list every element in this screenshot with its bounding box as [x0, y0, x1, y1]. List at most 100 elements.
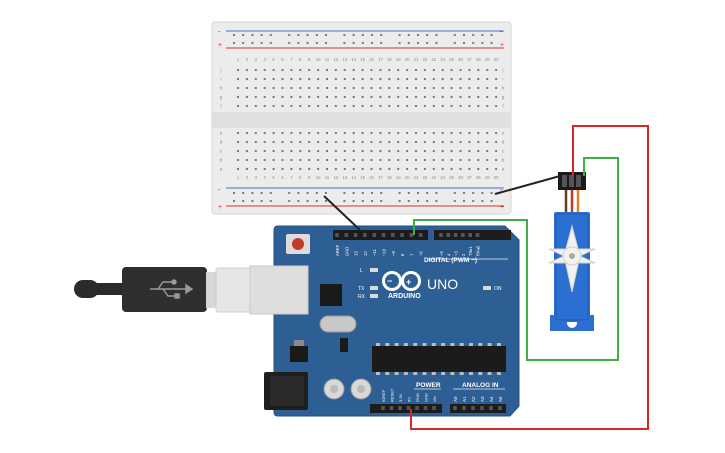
- terminal-hole[interactable]: [423, 150, 426, 152]
- analog-pin-hole[interactable]: [489, 406, 493, 410]
- digital-pin-hole[interactable]: [372, 233, 376, 237]
- terminal-hole[interactable]: [459, 132, 462, 134]
- terminal-hole[interactable]: [495, 159, 498, 161]
- rail-hole[interactable]: [463, 42, 465, 44]
- terminal-hole[interactable]: [290, 87, 293, 89]
- rail-hole[interactable]: [407, 200, 410, 202]
- digital-pin-hole[interactable]: [461, 233, 465, 237]
- terminal-hole[interactable]: [334, 105, 337, 107]
- rail-hole[interactable]: [426, 34, 429, 36]
- terminal-hole[interactable]: [263, 96, 266, 98]
- terminal-hole[interactable]: [468, 141, 471, 143]
- terminal-hole[interactable]: [423, 69, 426, 71]
- terminal-hole[interactable]: [343, 159, 346, 161]
- rail-hole[interactable]: [233, 192, 235, 194]
- terminal-hole[interactable]: [254, 69, 257, 71]
- terminal-hole[interactable]: [486, 150, 489, 152]
- rail-hole[interactable]: [407, 42, 410, 44]
- rail-hole[interactable]: [297, 192, 300, 194]
- terminal-hole[interactable]: [379, 87, 382, 89]
- terminal-hole[interactable]: [432, 96, 435, 98]
- terminal-hole[interactable]: [263, 78, 266, 80]
- rail-hole[interactable]: [343, 192, 346, 194]
- terminal-hole[interactable]: [272, 159, 275, 161]
- digital-pin-hole[interactable]: [400, 233, 404, 237]
- rail-hole[interactable]: [371, 200, 373, 202]
- rail-hole[interactable]: [453, 42, 456, 44]
- terminal-hole[interactable]: [459, 69, 462, 71]
- terminal-hole[interactable]: [441, 96, 444, 98]
- terminal-hole[interactable]: [450, 132, 453, 134]
- rail-hole[interactable]: [435, 200, 438, 202]
- terminal-hole[interactable]: [299, 150, 302, 152]
- rail-hole[interactable]: [435, 192, 438, 194]
- terminal-hole[interactable]: [495, 87, 498, 89]
- rail-hole[interactable]: [306, 34, 309, 36]
- rail-hole[interactable]: [242, 200, 245, 202]
- terminal-hole[interactable]: [254, 150, 257, 152]
- terminal-hole[interactable]: [388, 168, 391, 170]
- terminal-hole[interactable]: [272, 78, 275, 80]
- digital-pin-hole[interactable]: [335, 233, 339, 237]
- rail-hole[interactable]: [242, 192, 245, 194]
- analog-pin-hole[interactable]: [480, 406, 484, 410]
- terminal-hole[interactable]: [245, 87, 248, 89]
- terminal-hole[interactable]: [245, 150, 248, 152]
- terminal-hole[interactable]: [326, 168, 328, 170]
- terminal-hole[interactable]: [468, 132, 471, 134]
- terminal-hole[interactable]: [343, 87, 346, 89]
- terminal-hole[interactable]: [423, 78, 426, 80]
- rail-hole[interactable]: [260, 34, 263, 36]
- terminal-hole[interactable]: [432, 159, 435, 161]
- terminal-hole[interactable]: [361, 150, 364, 152]
- rail-hole[interactable]: [343, 42, 346, 44]
- terminal-hole[interactable]: [334, 141, 337, 143]
- rail-hole[interactable]: [380, 192, 383, 194]
- terminal-hole[interactable]: [379, 132, 382, 134]
- terminal-hole[interactable]: [450, 150, 453, 152]
- terminal-hole[interactable]: [397, 168, 400, 170]
- terminal-hole[interactable]: [388, 96, 391, 98]
- terminal-hole[interactable]: [477, 78, 480, 80]
- terminal-hole[interactable]: [352, 141, 355, 143]
- terminal-hole[interactable]: [477, 105, 480, 107]
- terminal-hole[interactable]: [495, 168, 498, 170]
- rail-hole[interactable]: [371, 34, 373, 36]
- rail-hole[interactable]: [260, 192, 263, 194]
- terminal-hole[interactable]: [423, 141, 426, 143]
- terminal-hole[interactable]: [317, 105, 320, 107]
- breadboard-holes[interactable]: [233, 34, 498, 202]
- digital-pin-hole[interactable]: [409, 233, 414, 237]
- terminal-hole[interactable]: [486, 159, 489, 161]
- terminal-hole[interactable]: [317, 150, 320, 152]
- terminal-hole[interactable]: [343, 168, 346, 170]
- rail-hole[interactable]: [251, 42, 254, 44]
- terminal-hole[interactable]: [254, 87, 257, 89]
- rail-hole[interactable]: [343, 200, 346, 202]
- terminal-hole[interactable]: [299, 159, 302, 161]
- terminal-hole[interactable]: [317, 78, 320, 80]
- digital-pin-hole[interactable]: [418, 233, 423, 237]
- terminal-hole[interactable]: [406, 159, 409, 161]
- terminal-hole[interactable]: [326, 105, 328, 107]
- terminal-hole[interactable]: [361, 141, 364, 143]
- terminal-hole[interactable]: [308, 132, 311, 134]
- terminal-hole[interactable]: [245, 141, 248, 143]
- terminal-hole[interactable]: [432, 69, 435, 71]
- terminal-hole[interactable]: [317, 96, 320, 98]
- terminal-hole[interactable]: [423, 96, 426, 98]
- terminal-hole[interactable]: [495, 105, 498, 107]
- terminal-hole[interactable]: [468, 105, 471, 107]
- terminal-hole[interactable]: [317, 141, 320, 143]
- terminal-hole[interactable]: [326, 96, 328, 98]
- terminal-hole[interactable]: [406, 78, 409, 80]
- terminal-hole[interactable]: [406, 150, 409, 152]
- terminal-hole[interactable]: [397, 96, 400, 98]
- terminal-hole[interactable]: [477, 150, 480, 152]
- rail-hole[interactable]: [472, 34, 475, 36]
- digital-pin-hole[interactable]: [353, 233, 358, 237]
- rail-hole[interactable]: [472, 200, 475, 202]
- terminal-hole[interactable]: [263, 150, 266, 152]
- terminal-hole[interactable]: [370, 105, 373, 107]
